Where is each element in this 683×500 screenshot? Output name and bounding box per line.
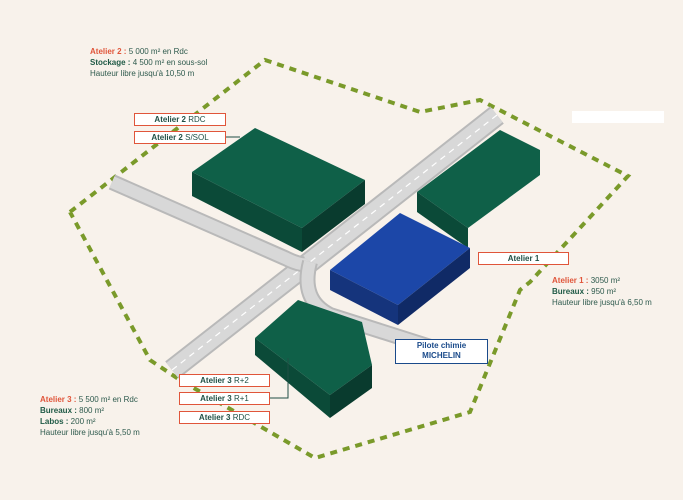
tag-pilote-chimie-michelin: Pilote chimie MICHELIN xyxy=(395,339,488,364)
tag-atelier-3-r2: Atelier 3 R+2 xyxy=(179,374,270,387)
building-atelier-1 xyxy=(330,213,470,325)
tag-atelier-2-ssol: Atelier 2 S/SOL xyxy=(134,131,226,144)
stockage-area: 4 500 m² en sous-sol xyxy=(130,58,208,67)
atelier-3-label: Atelier 3 : xyxy=(40,395,77,404)
stockage-label: Stockage : xyxy=(90,58,131,67)
bureaux-area: 950 m² xyxy=(588,287,617,296)
tag-level: RDC xyxy=(230,413,251,422)
tag-atelier-1: Atelier 1 xyxy=(478,252,569,265)
atelier-3-height: Hauteur libre jusqu'à 5,50 m xyxy=(40,428,140,437)
tag-level: R+1 xyxy=(231,394,249,403)
atelier-1-info: Atelier 1 : 3050 m² Bureaux : 950 m² Hau… xyxy=(552,275,652,308)
labos-area: 200 m² xyxy=(68,417,96,426)
atelier-2-height: Hauteur libre jusqu'à 10,50 m xyxy=(90,69,195,78)
site-boundary xyxy=(68,57,632,461)
atelier-2-area: 5 000 m² en Rdc xyxy=(126,47,188,56)
tag-level: S/SOL xyxy=(182,133,209,142)
bureaux-label: Bureaux : xyxy=(40,406,77,415)
bureaux-area: 800 m² xyxy=(76,406,105,415)
tag-name: Atelier 1 xyxy=(507,254,540,263)
tag-name: Atelier 3 xyxy=(198,413,231,422)
tag-level: R+2 xyxy=(231,376,249,385)
atelier-3-area: 5 500 m² en Rdc xyxy=(76,395,138,404)
bureaux-label: Bureaux : xyxy=(552,287,589,296)
atelier-2-info: Atelier 2 : 5 000 m² en Rdc Stockage : 4… xyxy=(90,46,207,79)
tag-atelier-3-rdc: Atelier 3 RDC xyxy=(179,411,270,424)
labos-label: Labos : xyxy=(40,417,69,426)
tag-atelier-3-r1: Atelier 3 R+1 xyxy=(179,392,270,405)
pilote-line-1: Pilote chimie xyxy=(416,341,467,350)
tag-atelier-2-rdc: Atelier 2 RDC xyxy=(134,113,226,126)
tag-name: Atelier 3 xyxy=(200,376,232,385)
atelier-1-label: Atelier 1 : xyxy=(552,276,589,285)
tag-level: RDC xyxy=(186,115,206,124)
atelier-1-area: 3050 m² xyxy=(588,276,621,285)
atelier-1-height: Hauteur libre jusqu'à 6,50 m xyxy=(552,298,652,307)
atelier-3-info: Atelier 3 : 5 500 m² en Rdc Bureaux : 80… xyxy=(40,394,140,438)
building-right xyxy=(417,130,540,248)
building-atelier-2 xyxy=(192,128,365,252)
pilote-line-2: MICHELIN xyxy=(422,351,461,360)
blank-box xyxy=(572,111,664,123)
building-atelier-3 xyxy=(255,300,372,418)
tag-name: Atelier 3 xyxy=(200,394,232,403)
tag-name: Atelier 2 xyxy=(151,133,183,142)
atelier-2-label: Atelier 2 : xyxy=(90,47,127,56)
tag-name: Atelier 2 xyxy=(154,115,186,124)
